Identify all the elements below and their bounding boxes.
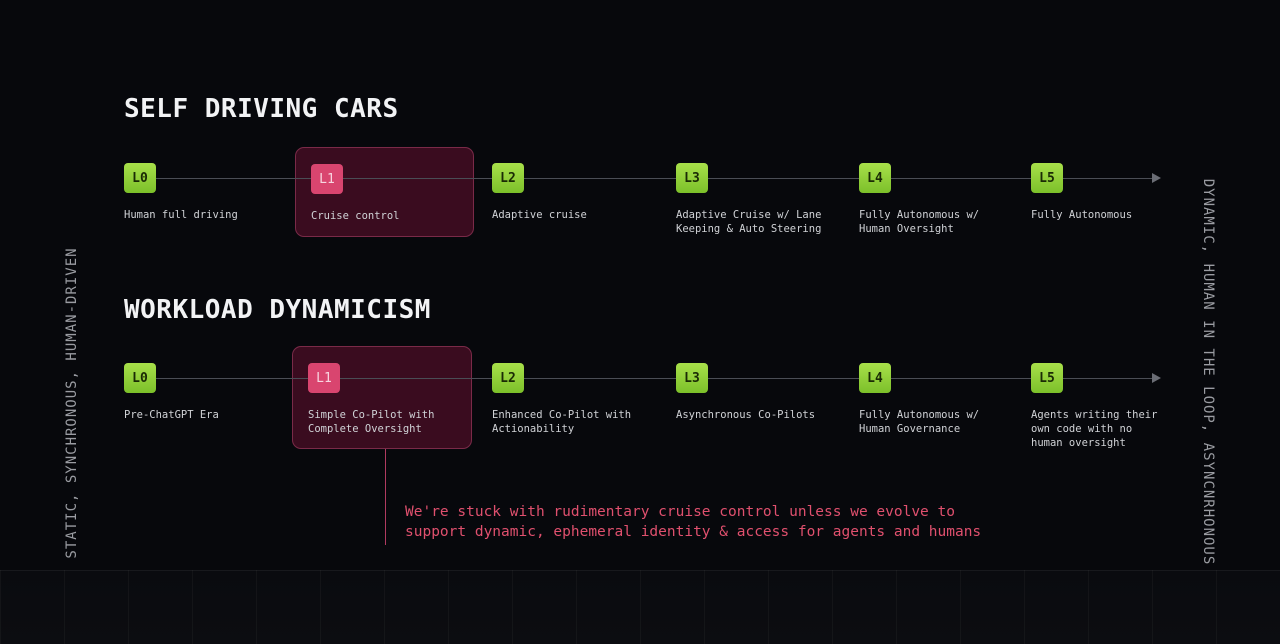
level-label: Human full driving xyxy=(124,209,238,221)
level-label: Pre-ChatGPT Era xyxy=(124,409,219,421)
level-label: Simple Co-Pilot with Complete Oversight xyxy=(308,409,435,435)
level-label: Agents writing their own code with no hu… xyxy=(1031,409,1158,449)
level-label: Adaptive Cruise w/ Lane Keeping & Auto S… xyxy=(676,209,822,235)
timeline-line xyxy=(140,178,1152,179)
level-badge: L1 xyxy=(311,164,343,194)
section-title: SELF DRIVING CARS xyxy=(124,94,399,124)
callout-connector xyxy=(385,449,386,545)
level-label: Fully Autonomous w/ Human Oversight xyxy=(859,209,980,235)
left-axis-label: STATIC, SYNCHRONOUS, HUMAN-DRIVEN xyxy=(64,247,80,559)
level-label: Cruise control xyxy=(311,210,400,222)
level-badge: L5 xyxy=(1031,363,1063,393)
level-label: Asynchronous Co-Pilots xyxy=(676,409,816,421)
level-badge: L2 xyxy=(492,163,524,193)
arrow-icon xyxy=(1152,173,1161,183)
timeline-line xyxy=(140,378,1152,379)
right-axis-label: DYNAMIC, HUMAN IN THE LOOP, ASYNCNRHONOU… xyxy=(1200,178,1216,566)
level-badge: L1 xyxy=(308,363,340,393)
level-label: Fully Autonomous xyxy=(1031,209,1133,221)
level-label: Adaptive cruise xyxy=(492,209,587,221)
level-badge: L0 xyxy=(124,363,156,393)
level-label: Fully Autonomous w/ Human Governance xyxy=(859,409,980,435)
level-badge: L3 xyxy=(676,163,708,193)
background-grid xyxy=(0,570,1280,644)
level-badge: L2 xyxy=(492,363,524,393)
arrow-icon xyxy=(1152,373,1161,383)
section-title: WORKLOAD DYNAMICISM xyxy=(124,295,431,325)
level-badge: L5 xyxy=(1031,163,1063,193)
level-label: Enhanced Co-Pilot with Actionability xyxy=(492,409,632,435)
level-badge: L4 xyxy=(859,363,891,393)
level-badge: L4 xyxy=(859,163,891,193)
level-badge: L0 xyxy=(124,163,156,193)
callout-text: We're stuck with rudimentary cruise cont… xyxy=(405,504,982,540)
level-badge: L3 xyxy=(676,363,708,393)
